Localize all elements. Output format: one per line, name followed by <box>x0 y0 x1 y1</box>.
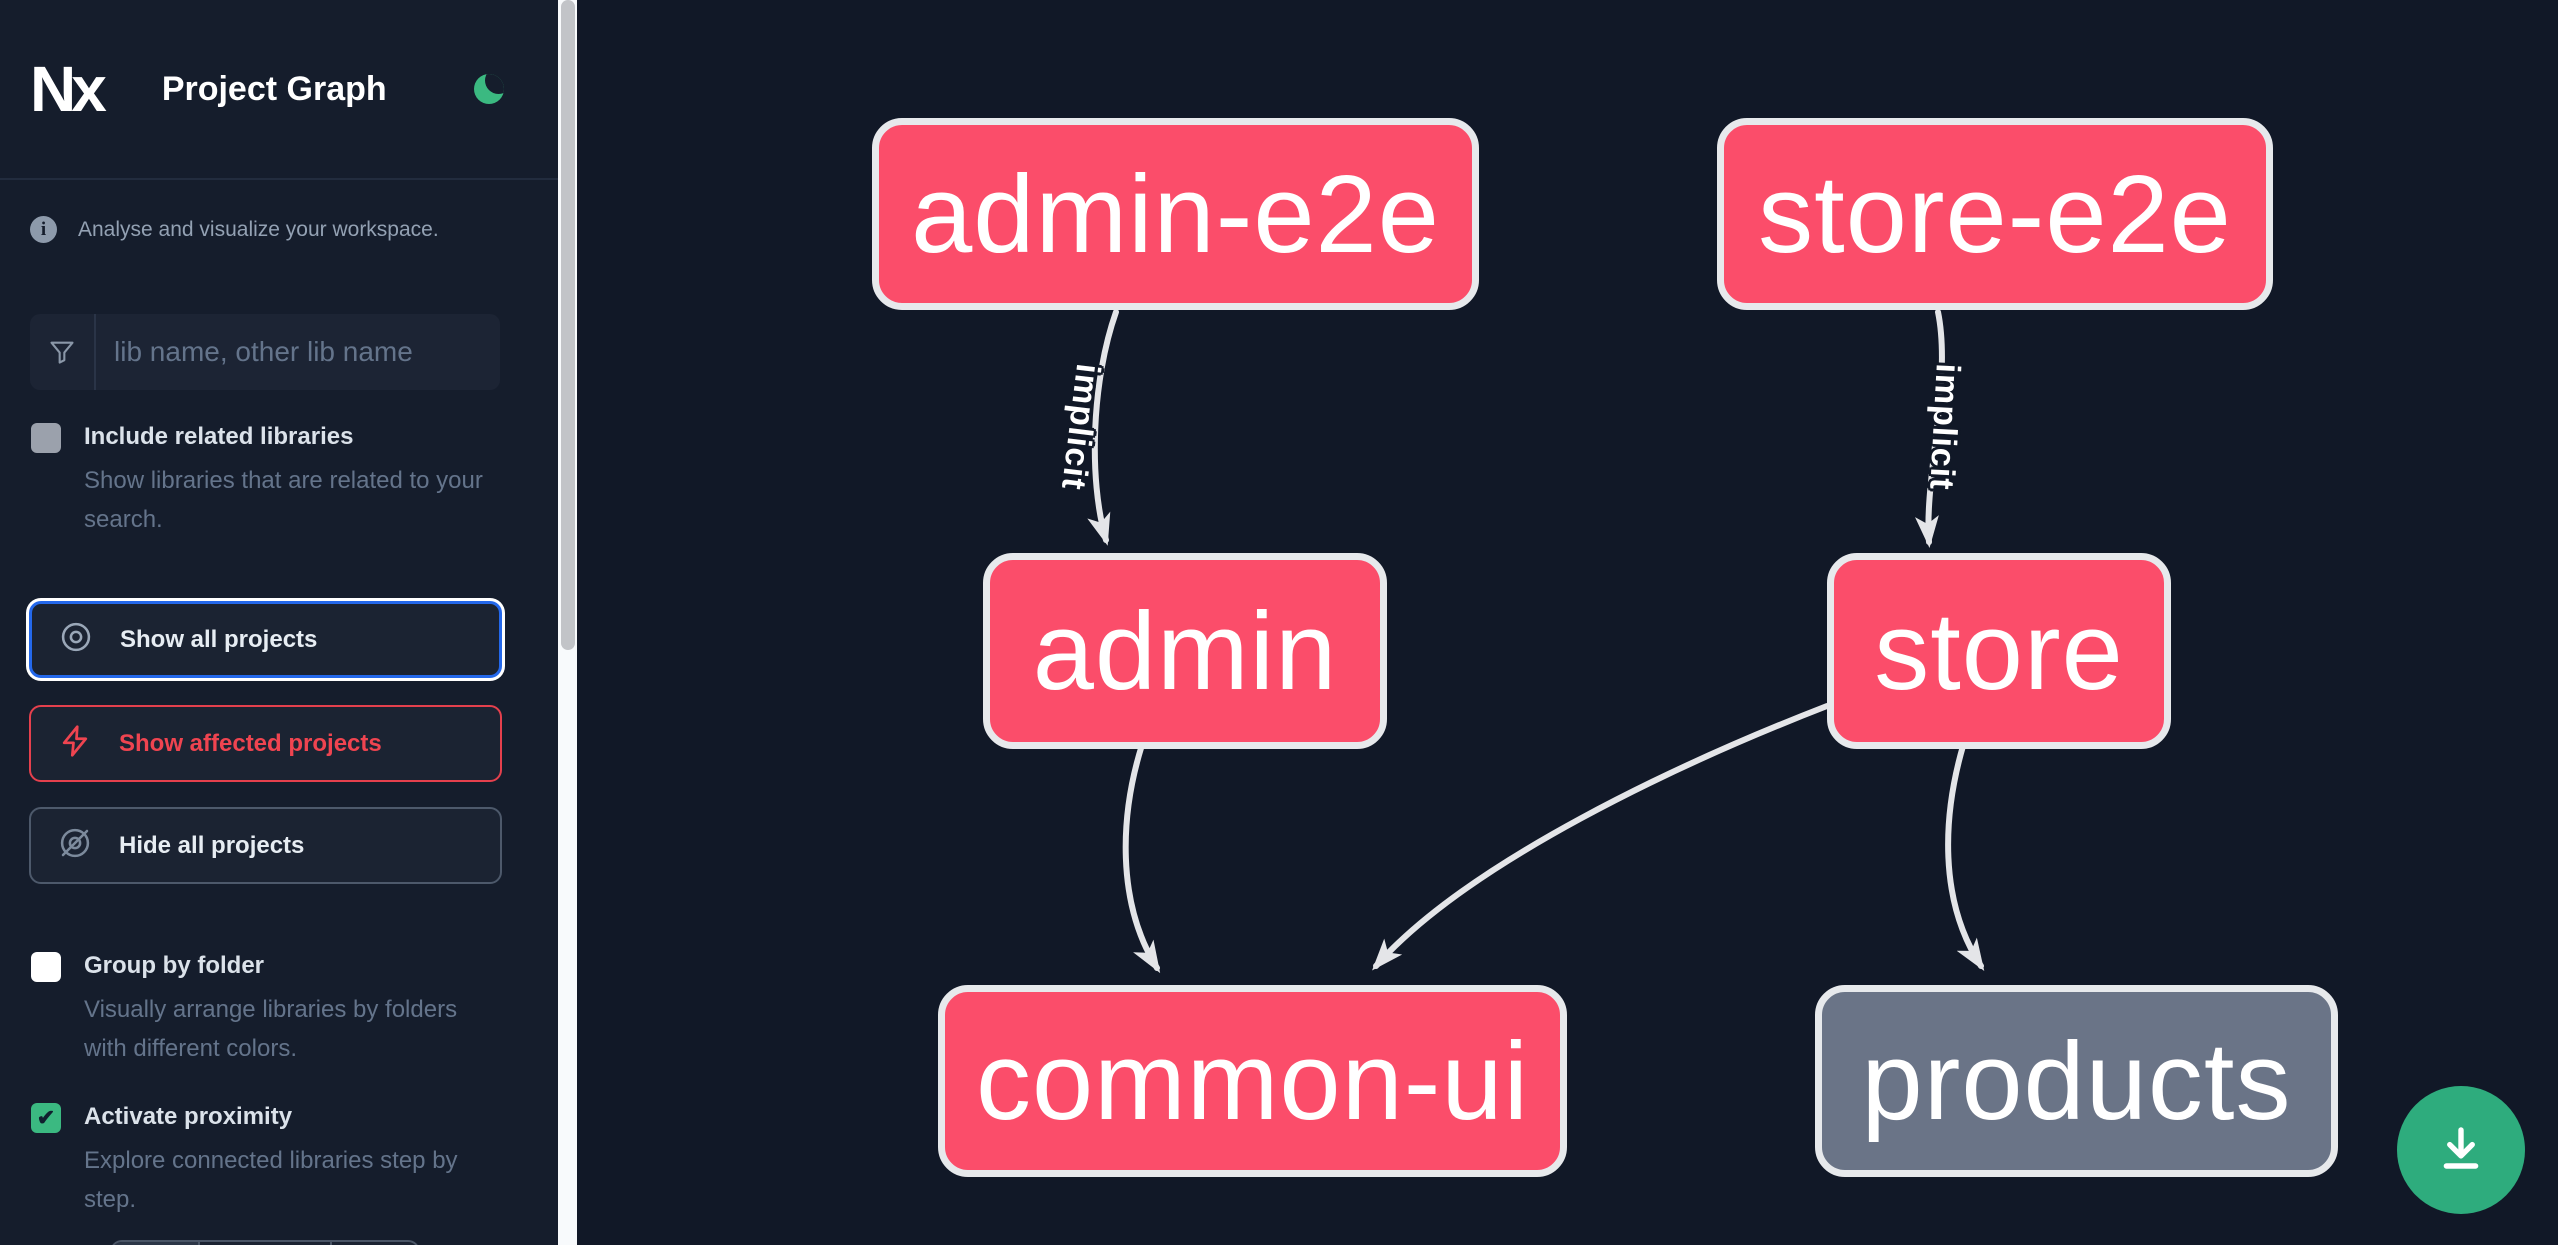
edge-admin-common-ui <box>1122 742 1161 974</box>
edge-store-products <box>1945 743 1985 972</box>
sidebar-scrollbar-thumb[interactable] <box>560 0 575 650</box>
graph-node-common-ui[interactable]: common-ui <box>938 985 1567 1177</box>
download-icon <box>2434 1121 2488 1180</box>
option-include-related: Include related libraries Show libraries… <box>31 421 503 540</box>
edge-admin-e2e-admin <box>1087 309 1119 546</box>
stepper-decrement[interactable] <box>112 1242 200 1245</box>
page-title: Project Graph <box>161 69 387 108</box>
button-label: Show affected projects <box>119 729 382 757</box>
show-affected-projects-button[interactable]: Show affected projects <box>29 705 502 782</box>
option-label: Include related libraries <box>84 423 354 450</box>
stepper-value <box>200 1242 332 1245</box>
button-label: Hide all projects <box>119 831 305 859</box>
eye-slash-icon <box>57 825 93 866</box>
graph-node-products[interactable]: products <box>1815 985 2338 1177</box>
download-graph-button[interactable] <box>2397 1086 2525 1214</box>
info-icon: i <box>30 216 57 243</box>
bolt-icon <box>57 723 93 764</box>
option-activate-proximity: Activate proximity Explore connected lib… <box>31 1101 503 1220</box>
option-description: Explore connected libraries step by step… <box>84 1147 458 1214</box>
option-description: Show libraries that are related to your … <box>84 467 483 534</box>
option-label: Group by folder <box>84 952 264 979</box>
search-box <box>30 314 500 390</box>
graph-node-store-e2e[interactable]: store-e2e <box>1717 118 2273 310</box>
button-label: Show all projects <box>120 625 318 653</box>
eye-icon <box>58 619 94 660</box>
option-label: Activate proximity <box>84 1103 293 1130</box>
dark-mode-moon-icon[interactable] <box>474 74 504 104</box>
funnel-icon <box>30 314 96 390</box>
include-related-checkbox[interactable] <box>31 423 61 453</box>
graph-node-store[interactable]: store <box>1827 553 2171 749</box>
show-all-projects-button[interactable]: Show all projects <box>29 601 502 678</box>
sidebar: Nx Project Graph i Analyse and visualize… <box>0 0 558 1245</box>
sidebar-scrollbar-track[interactable] <box>558 0 577 1245</box>
edge-label-implicit: implicit <box>1922 362 1967 492</box>
search-input[interactable] <box>96 314 500 390</box>
hide-all-projects-button[interactable]: Hide all projects <box>29 807 502 884</box>
nx-logo: Nx <box>30 53 107 125</box>
option-group-by-folder: Group by folder Visually arrange librari… <box>31 950 503 1069</box>
graph-node-admin[interactable]: admin <box>983 553 1387 749</box>
graph-node-admin-e2e[interactable]: admin-e2e <box>872 118 1479 310</box>
sidebar-header: Nx Project Graph <box>0 0 558 180</box>
option-description: Visually arrange libraries by folders wi… <box>84 996 458 1063</box>
tagline: Analyse and visualize your workspace. <box>78 217 439 241</box>
proximity-depth-stepper[interactable] <box>110 1240 420 1245</box>
edge-store-e2e-store <box>1914 309 1945 548</box>
group-by-folder-checkbox[interactable] <box>31 952 61 982</box>
activate-proximity-checkbox[interactable] <box>31 1103 61 1133</box>
edge-store-common-ui <box>1372 703 1830 971</box>
